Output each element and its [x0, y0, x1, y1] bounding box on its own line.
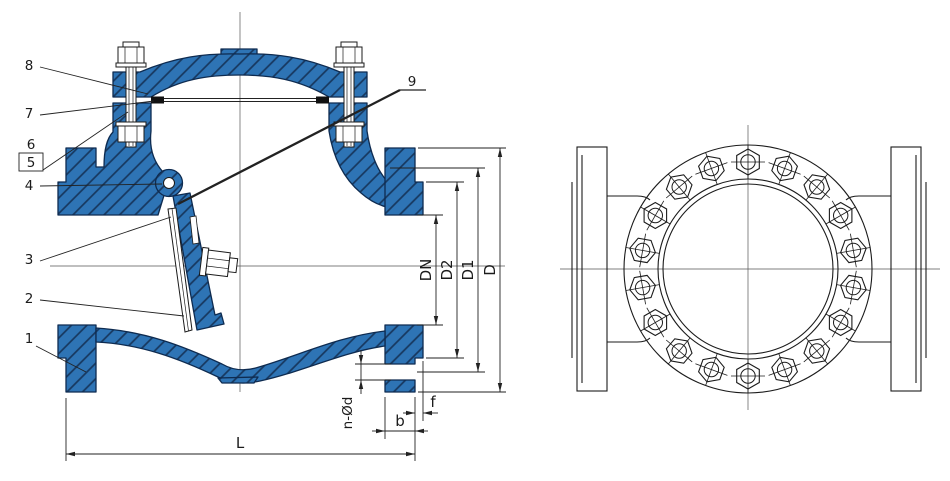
- valve-body: [57, 102, 424, 393]
- part-label-9: 9: [408, 74, 417, 90]
- flange-tab-right: [890, 146, 927, 392]
- dim-label-D1: D1: [459, 259, 477, 280]
- gasket-mark-right: [316, 96, 329, 104]
- body-foot-pad: [217, 376, 259, 384]
- dim-label-n-od: n-Ød: [340, 397, 356, 430]
- body-upper-right: [328, 102, 388, 208]
- bolt-nut: [731, 359, 765, 393]
- gasket-mark-left: [151, 96, 164, 104]
- body-silhouette-lines: [607, 195, 891, 343]
- bolt-nut: [695, 152, 728, 185]
- dim-f: f: [403, 361, 438, 421]
- bolt-nut: [731, 145, 765, 179]
- bolt-nut: [665, 337, 693, 365]
- part-label-7: 7: [25, 106, 34, 122]
- bolt-ring: [625, 145, 871, 393]
- washer-bottom: [115, 121, 147, 127]
- part-leaders: [35, 66, 426, 373]
- dimensions: DN D2 D1: [65, 147, 506, 461]
- bolt-nut: [768, 353, 801, 386]
- dim-n-od: n-Ød: [340, 350, 391, 429]
- right-flange-top: [384, 147, 424, 216]
- bolt-nut: [665, 173, 693, 201]
- bolt-nut: [768, 152, 801, 185]
- hex-nut-bottom: [117, 125, 145, 143]
- disc-nut: [198, 246, 239, 278]
- dim-DN: DN: [417, 214, 443, 326]
- dim-D2: D2: [426, 181, 464, 359]
- bolt-nut: [640, 200, 671, 231]
- bolt-nut: [640, 307, 671, 338]
- dim-label-D: D: [481, 264, 499, 276]
- dim-label-f: f: [430, 393, 436, 411]
- bonnet-stud-left: [115, 41, 147, 148]
- part-label-4: 4: [25, 178, 34, 194]
- disc-holder: [172, 192, 225, 331]
- washer-top: [115, 62, 147, 68]
- flange-tab-left: [571, 146, 608, 392]
- end-view: [560, 125, 940, 410]
- bolt-nut: [825, 200, 856, 231]
- part-label-5: 5: [27, 155, 36, 171]
- dim-label-b: b: [395, 412, 405, 430]
- bonnet-dome: [112, 53, 368, 98]
- dim-D1: D1: [390, 167, 485, 373]
- body-upper-left: [57, 102, 170, 216]
- bolt-nut: [625, 270, 660, 305]
- bonnet-stud-right: [333, 41, 365, 148]
- left-flange-bottom: [57, 324, 97, 393]
- body-bottom-wall: [95, 327, 386, 384]
- bolt-nut: [836, 233, 871, 268]
- bonnet-gasket: [151, 96, 329, 104]
- bolt-nut: [625, 233, 660, 268]
- hinge-pin: [163, 177, 175, 189]
- stud-tip: [122, 41, 140, 48]
- disc-seat-line: [171, 208, 189, 332]
- part-5-box: [18, 152, 44, 172]
- hex-nut-top: [117, 46, 145, 64]
- part-label-3: 3: [25, 252, 34, 268]
- disc-assembly: [154, 168, 239, 333]
- part-label-6: 6: [27, 137, 36, 153]
- dim-b: b: [372, 397, 428, 461]
- part-label-8: 8: [25, 58, 34, 74]
- dim-label-D2: D2: [438, 259, 456, 280]
- part-label-2: 2: [25, 291, 34, 307]
- dim-L: L: [65, 398, 415, 461]
- bolt-nut: [803, 173, 831, 201]
- sectional-view: 8 7 6 5 4 3 2 1 9 DN: [18, 12, 506, 461]
- dim-label-DN: DN: [417, 259, 435, 282]
- right-flange-bottom: [384, 324, 424, 365]
- bolt-nut: [803, 337, 831, 365]
- holder-slot: [189, 215, 200, 245]
- bolt-nut: [836, 270, 871, 305]
- bolt-nut: [825, 307, 856, 338]
- dim-D: D: [418, 147, 506, 393]
- bonnet: [112, 48, 368, 98]
- bore-circle: [662, 183, 834, 355]
- bolt-nut: [695, 353, 728, 386]
- right-flange-bottom-rim: [384, 379, 416, 393]
- part-label-1: 1: [25, 331, 34, 347]
- dim-label-L: L: [236, 434, 245, 452]
